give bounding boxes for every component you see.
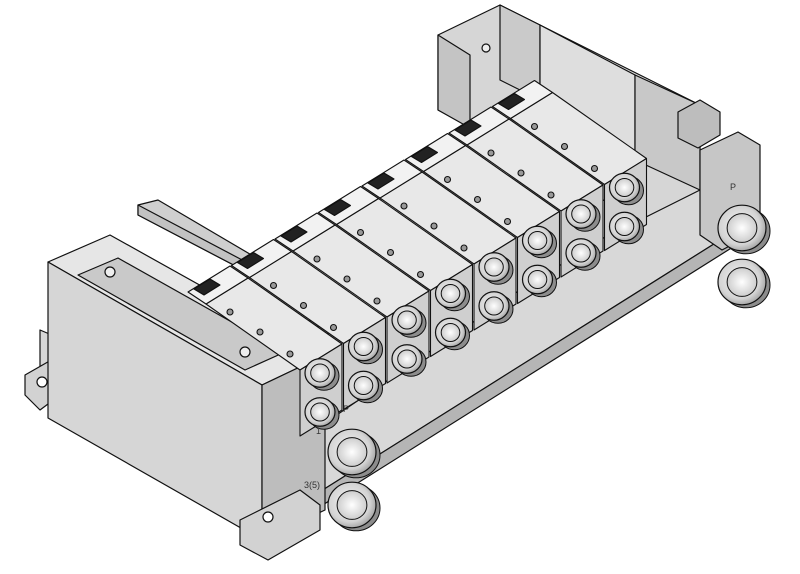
left-end-fittings [327,428,381,532]
right-end-screw [481,43,491,53]
left-end-label-35: 3(5) [304,480,320,490]
right-supply-fitting-upper [717,204,771,255]
valve-port-fitting-lower [521,264,557,298]
valve-module [448,106,604,278]
valve-port-fitting-lower [304,397,340,430]
valve-module [317,185,474,358]
valve-module [404,132,561,305]
valve-port-fitting-lower [565,238,601,271]
valve-module [230,238,387,411]
valve-port-fitting-lower [434,317,470,351]
valve-port-fitting-upper [434,278,470,312]
valve-stack [187,79,648,437]
valve-module [491,79,648,252]
valve-port-fitting-upper [521,225,557,259]
valve-port-fitting-lower [391,344,427,377]
nameplate-screw-2 [239,346,251,358]
valve-port-fitting-lower [347,370,383,404]
valve-port-fitting-upper [478,252,514,285]
left-supply-fitting-lower [327,481,381,532]
valve-module [361,159,517,331]
valve-port-fitting-upper [391,305,427,338]
valve-module [274,212,430,384]
nameplate-screw-1 [104,266,116,278]
left-supply-fitting-upper [327,428,381,479]
right-mounting-hole [262,511,274,523]
valve-port-fitting-upper [304,358,340,391]
right-supply-fitting-lower [717,258,771,309]
left-end-label-1: 1 [316,426,321,436]
valve-port-fitting-upper [565,199,601,232]
right-end-label-p: P [730,182,736,192]
valve-port-fitting-upper [608,172,644,206]
left-end-label-p: P [343,404,349,414]
valve-port-fitting-upper [347,331,383,365]
left-mounting-hole [36,376,48,388]
valve-port-fitting-lower [608,211,644,245]
right-end-fittings [717,204,771,309]
valve-port-fitting-lower [478,291,514,324]
valve-module [187,265,343,437]
